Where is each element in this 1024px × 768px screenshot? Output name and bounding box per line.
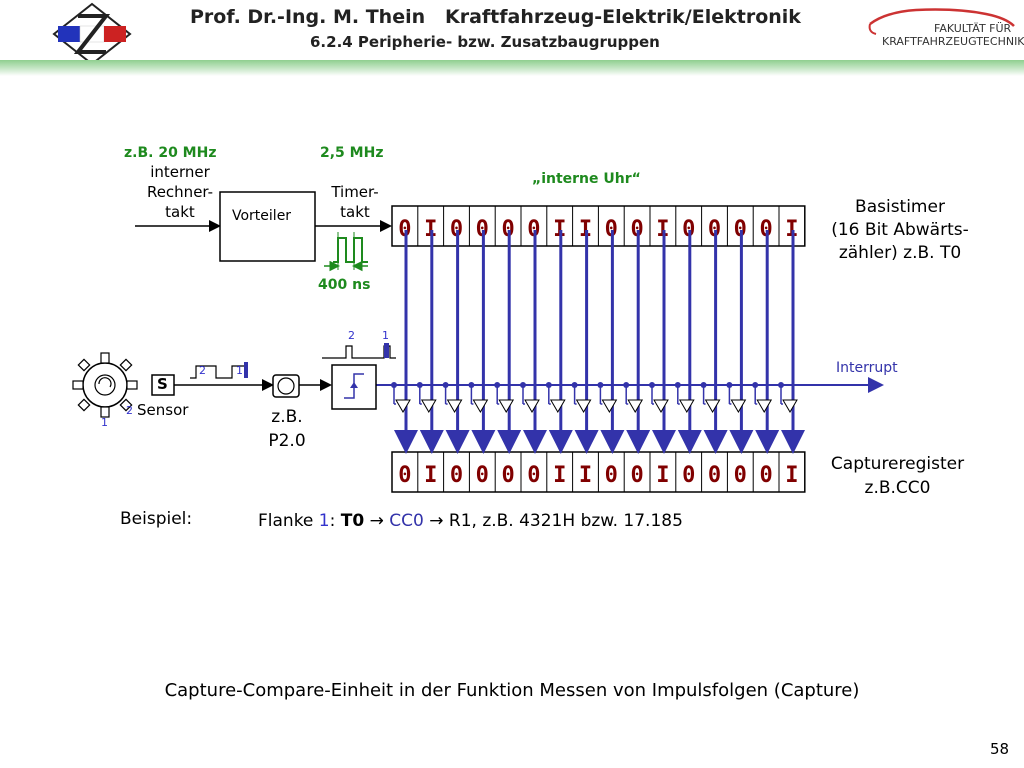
capture-bit: 0 (398, 463, 411, 488)
capture-wires (391, 230, 805, 454)
capture-bit: 0 (605, 463, 618, 488)
base-timer-label: Basistimer (16 Bit Abwärts- zähler) z.B.… (831, 197, 969, 263)
timer-bit: 0 (630, 217, 643, 242)
waveform-edge-1: 1 (236, 364, 243, 377)
header-title: Prof. Dr.-Ing. M. Thein Kraftfahrzeug-El… (190, 6, 801, 28)
latch-buffer (446, 399, 463, 413)
timer-bit: 0 (708, 217, 721, 242)
timer-clock-label: Timer- takt (331, 183, 379, 221)
capture-bit: I (656, 463, 669, 488)
faculty-line1: FAKULTÄT FÜR (934, 22, 1012, 35)
latch-buffer (653, 399, 669, 413)
capture-bit: 0 (527, 463, 540, 488)
latch-buffer (524, 399, 540, 413)
timer-bit: 0 (501, 217, 514, 242)
timer-bit: 0 (682, 217, 695, 242)
slide-caption: Capture-Compare-Einheit in der Funktion … (164, 680, 860, 701)
sensor-label: Sensor (137, 401, 189, 419)
capture-bit: 0 (708, 463, 721, 488)
port-label: z.B. P2.0 (268, 407, 306, 451)
clock-period: 400 ns (318, 277, 371, 293)
header-divider (0, 60, 1024, 76)
latch-buffer (756, 399, 773, 413)
timer-bit: I (553, 217, 566, 242)
timer-bit: I (424, 217, 437, 242)
capture-bit: 0 (682, 463, 695, 488)
timer-bit: I (579, 217, 592, 242)
prescaler-box (219, 191, 316, 262)
capture-bit: 0 (759, 463, 772, 488)
timer-bit: 0 (734, 217, 747, 242)
sensor-edge-2: 2 (126, 404, 133, 417)
waveform-edge-2: 2 (199, 364, 206, 377)
latch-buffer (678, 399, 695, 413)
timer-bit: I (785, 217, 798, 242)
latch-buffer (704, 399, 721, 413)
capture-bit: 0 (476, 463, 489, 488)
latch-buffer (549, 399, 566, 413)
slide-header: Prof. Dr.-Ing. M. Thein Kraftfahrzeug-El… (0, 0, 1024, 66)
latch-buffer (395, 399, 411, 413)
timer-bit: 0 (759, 217, 772, 242)
header-subtitle: 6.2.4 Peripherie- bzw. Zusatzbaugruppen (310, 33, 660, 51)
latch-buffer (472, 399, 489, 413)
latch-buffer (420, 399, 437, 413)
timer-bit: 0 (450, 217, 463, 242)
clock-input-label: interner Rechner- takt (146, 163, 214, 221)
capture-bit: I (424, 463, 437, 488)
latch-buffer (627, 399, 644, 413)
sensor-waveform (190, 365, 247, 379)
capture-bit: 0 (734, 463, 747, 488)
capture-bit: 0 (450, 463, 463, 488)
latch-buffer (575, 399, 592, 413)
timer-bit: 0 (476, 217, 489, 242)
prescaler-label: Vorteiler (232, 208, 292, 224)
capture-bit: I (553, 463, 566, 488)
latch-buffer (782, 399, 798, 413)
internal-clock-label: „interne Uhr“ (532, 171, 641, 187)
example-text: Flanke 1: T0 → CC0 → R1, z.B. 4321H bzw.… (258, 511, 683, 531)
latch-buffer (730, 399, 747, 413)
example-label: Beispiel: (120, 509, 193, 529)
detector-edge-2: 2 (348, 329, 355, 342)
capture-bit: 0 (630, 463, 643, 488)
capture-bit: I (785, 463, 798, 488)
sensor-wheel-icon (72, 352, 138, 418)
faculty-line2: KRAFTFAHRZEUGTECHNIK (882, 35, 1024, 48)
interrupt-label: Interrupt (836, 360, 898, 376)
capture-bit: 0 (501, 463, 514, 488)
timer-bit: 0 (527, 217, 540, 242)
detector-edge-1: 1 (382, 329, 389, 342)
latch-buffer (601, 399, 618, 413)
sensor-edge-1: 1 (101, 416, 108, 429)
input-frequency: z.B. 20 MHz (124, 145, 217, 161)
timer-bit: 0 (605, 217, 618, 242)
timer-bit: I (656, 217, 669, 242)
timer-bit: 0 (398, 217, 411, 242)
page-number: 58 (990, 740, 1010, 758)
sensor-box-label: S (157, 375, 168, 393)
latch-buffer (498, 399, 515, 413)
output-frequency: 2,5 MHz (320, 145, 384, 161)
faculty-car-logo (868, 8, 1015, 35)
capture-register-label: Captureregister z.B.CC0 (830, 454, 965, 498)
capture-bit: I (579, 463, 592, 488)
